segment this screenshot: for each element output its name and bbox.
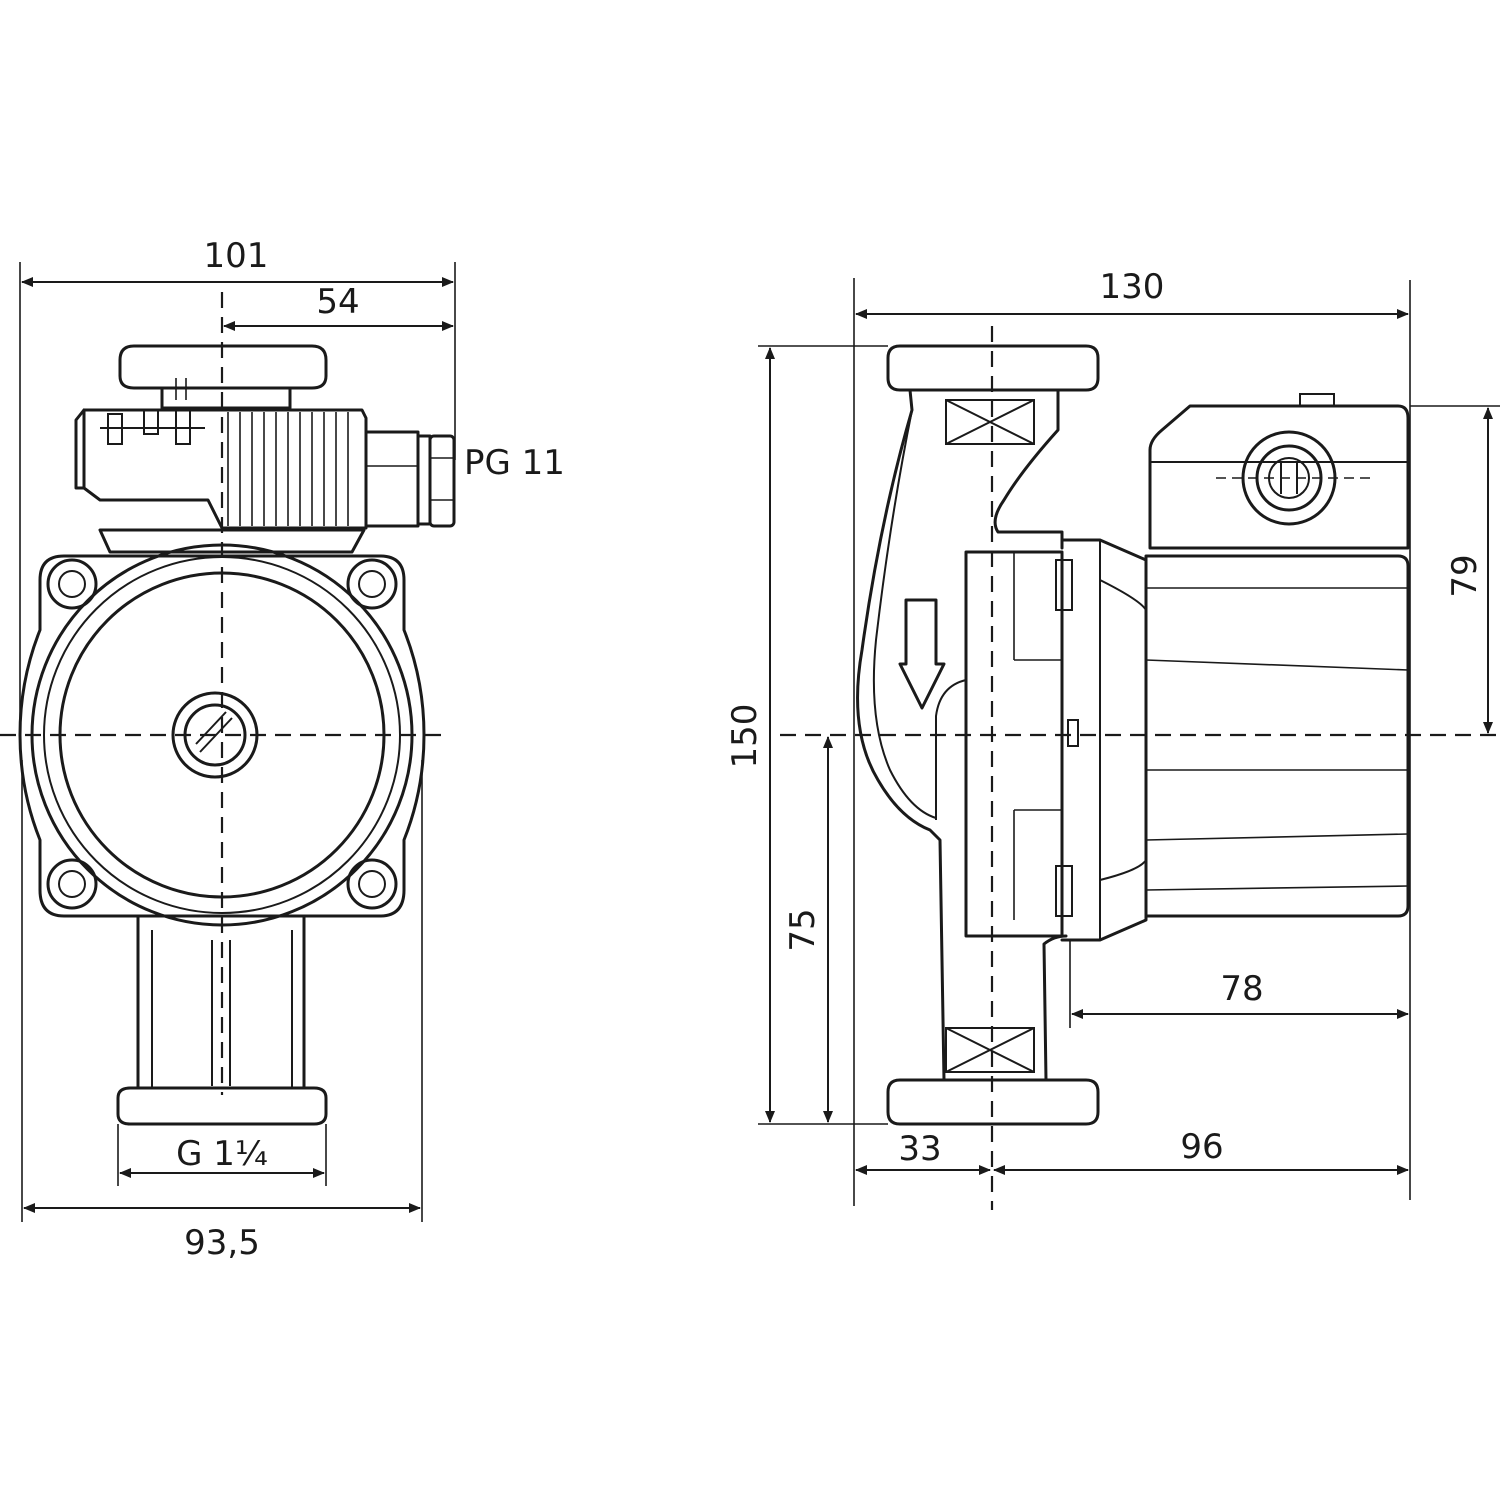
motor-cooling-ribs xyxy=(1145,587,1409,891)
bolt-top-right xyxy=(346,558,398,610)
bolt-bottom-right xyxy=(346,858,398,910)
wrench-flat-bottom xyxy=(945,1027,1035,1073)
dim-label-33: 33 xyxy=(898,1129,941,1169)
side-terminal-box xyxy=(1148,404,1410,550)
dim-label-75: 75 xyxy=(783,908,823,951)
motor-flange-housing xyxy=(964,550,1064,938)
terminal-box-side xyxy=(74,408,86,490)
wrench-flat-top xyxy=(945,399,1035,445)
thread-label: G 1¼ xyxy=(176,1134,268,1174)
side-bottom-flange xyxy=(886,1078,1100,1126)
dim-label-78: 78 xyxy=(1220,969,1263,1009)
bolt-top-left xyxy=(46,558,98,610)
pump-body-outline xyxy=(18,554,426,918)
vent-plug xyxy=(171,691,259,779)
front-top-flange xyxy=(118,344,328,390)
terminal-box-ribs xyxy=(227,412,349,526)
motor-face xyxy=(58,571,386,899)
front-view: 101 54 PG 11 G 1¼ 93,5 xyxy=(0,236,565,1263)
motor-outer-ring xyxy=(30,543,414,927)
front-bottom-flange xyxy=(116,1086,328,1126)
dim-label-150: 150 xyxy=(725,704,765,769)
dim-label-130: 130 xyxy=(1100,267,1165,307)
flow-direction-arrow xyxy=(898,598,946,710)
cable-gland-label: PG 11 xyxy=(464,443,565,483)
pump-housing-outline xyxy=(856,388,1068,1082)
motor-body xyxy=(1144,554,1410,918)
motor-ring-2 xyxy=(43,556,401,914)
terminal-box-screw-top xyxy=(1299,393,1335,407)
cable-gland xyxy=(364,430,456,528)
dim-label-93-5: 93,5 xyxy=(184,1223,260,1263)
bolt-bottom-left xyxy=(46,858,98,910)
front-flange-neck xyxy=(160,386,292,410)
dim-label-101: 101 xyxy=(204,236,269,276)
side-top-flange xyxy=(886,344,1100,392)
side-view: 130 150 75 79 78 33 96 xyxy=(725,267,1500,1210)
front-bottom-pipe xyxy=(136,914,306,1090)
dim-label-79: 79 xyxy=(1445,554,1485,597)
dim-label-96: 96 xyxy=(1180,1127,1223,1167)
terminal-box-base xyxy=(98,528,366,554)
dim-label-54: 54 xyxy=(316,282,359,322)
terminal-box xyxy=(82,408,368,530)
